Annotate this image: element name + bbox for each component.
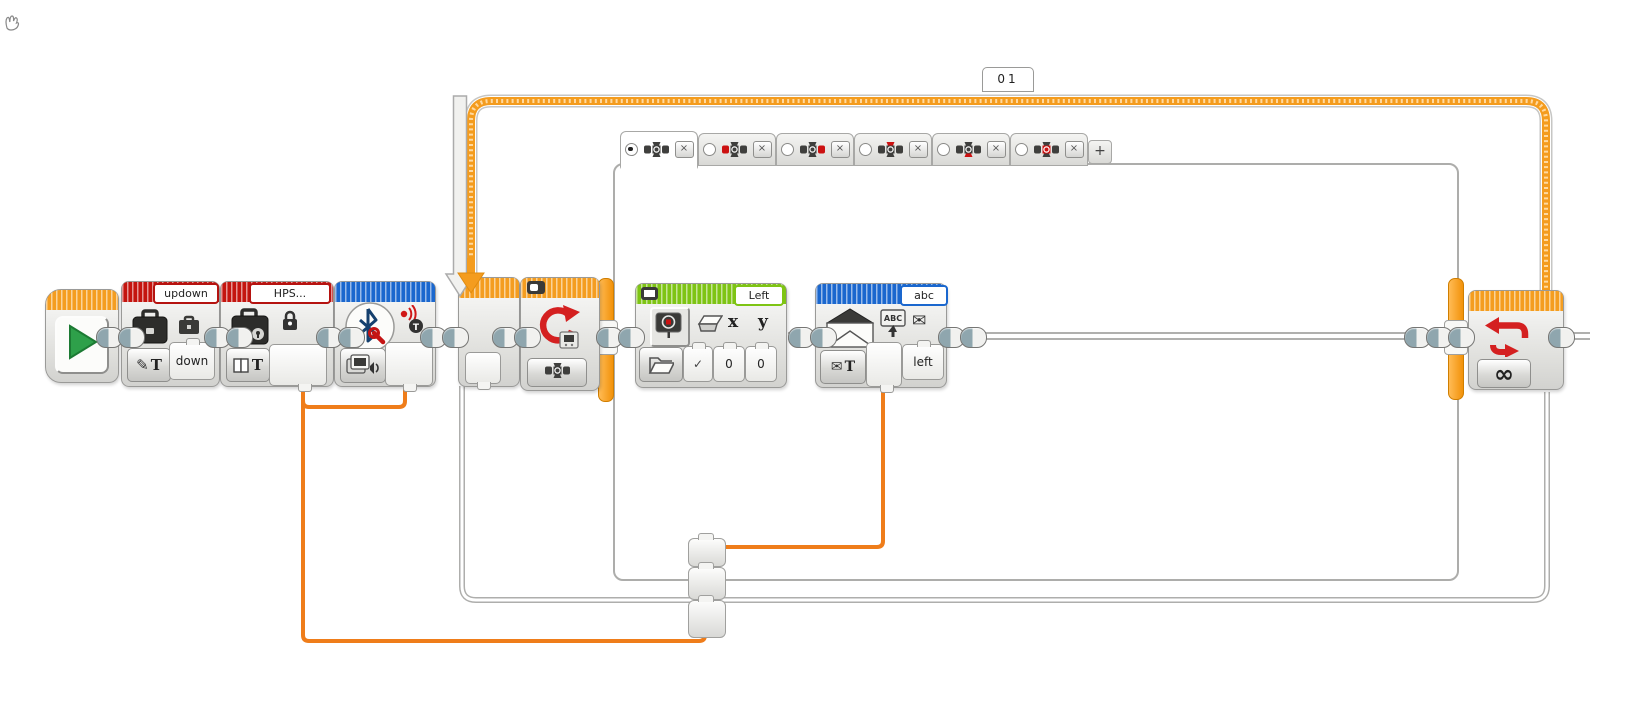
envelope-icon: ✉ [912, 311, 927, 331]
close-case-icon[interactable]: × [908, 141, 928, 158]
display-file-button[interactable] [639, 347, 683, 382]
brick-buttons-icon [877, 142, 903, 157]
sequence-junction[interactable] [596, 327, 645, 348]
lock-icon [283, 310, 297, 330]
case-radio[interactable] [624, 143, 638, 156]
case-radio[interactable] [1014, 143, 1028, 156]
brick-buttons-icon [721, 142, 747, 157]
switch-case-tab-none[interactable]: × [620, 131, 698, 169]
variable-mode-button[interactable]: ✎T [127, 348, 171, 382]
case-radio[interactable] [936, 143, 950, 156]
case-radio[interactable] [780, 143, 794, 156]
display-block[interactable]: Left x y ✓ 0 0 [635, 283, 787, 388]
add-case-button[interactable]: + [1088, 140, 1112, 164]
screens-sound-icon [346, 353, 379, 374]
close-case-icon[interactable]: × [1064, 141, 1084, 158]
display-name-tab[interactable]: Left [734, 285, 784, 306]
y-port-label: y [758, 312, 768, 332]
view-toggle-icon[interactable] [527, 281, 545, 294]
display-preview-icon[interactable] [641, 287, 658, 300]
sequence-junction[interactable] [1404, 327, 1475, 348]
message-title-input[interactable] [866, 342, 902, 393]
constant-mode-button[interactable]: T [226, 348, 270, 382]
display-clear-input[interactable]: ✓ [683, 342, 713, 382]
switch-case-tab-left[interactable]: × [698, 133, 776, 166]
case-radio[interactable] [702, 143, 716, 156]
display-selected-mode-icon[interactable] [650, 307, 690, 347]
message-block[interactable]: abc ABC ✉ ✉ T left [815, 283, 948, 393]
briefcase-small-icon [179, 315, 199, 334]
constant-output[interactable] [269, 344, 327, 392]
sequence-junction[interactable] [204, 327, 253, 348]
case-radio[interactable] [858, 143, 872, 156]
variable-name-tab[interactable]: updown [153, 283, 219, 304]
close-case-icon[interactable]: × [752, 141, 772, 158]
sequence-junction[interactable] [316, 327, 365, 348]
sequence-junction[interactable] [420, 327, 469, 348]
variable-block[interactable]: updown ✎T down [121, 281, 220, 387]
close-case-icon[interactable]: × [830, 141, 850, 158]
book-icon [233, 357, 249, 373]
sequence-junction[interactable] [938, 327, 987, 348]
brick-buttons-icon [643, 142, 669, 157]
constant-name-tab[interactable]: HPS... [249, 283, 331, 304]
brick-buttons-icon [799, 142, 825, 157]
brick-buttons-icon [1033, 142, 1059, 157]
loop-name-tab[interactable]: 01 [982, 67, 1034, 92]
message-value-input[interactable]: left [902, 340, 944, 380]
switch-case-tab-up[interactable]: × [854, 133, 932, 166]
sequence-junction[interactable] [96, 327, 145, 348]
sequence-output-plug[interactable] [1548, 327, 1575, 348]
message-name-tab[interactable]: abc [900, 285, 948, 306]
constant-block[interactable]: HPS... T [220, 281, 334, 392]
wire-tunnel-bottom [688, 595, 726, 638]
folder-icon [648, 356, 674, 374]
display-x-input[interactable]: 0 [713, 342, 745, 382]
close-case-icon[interactable]: × [986, 141, 1006, 158]
pencil-icon: ✎ [136, 356, 149, 374]
x-port-label: x [728, 312, 739, 332]
send-envelope-icon: ✉ [830, 359, 843, 375]
message-screen-icon: ABC [880, 309, 906, 337]
message-mode-button[interactable]: ✉ T [820, 350, 866, 384]
display-y-input[interactable]: 0 [745, 342, 777, 382]
variable-value-input[interactable]: down [169, 338, 215, 380]
close-case-icon[interactable]: × [674, 141, 694, 158]
loop-port[interactable] [465, 352, 501, 390]
svg-text:ABC: ABC [884, 314, 902, 323]
bluetooth-mode-button[interactable] [340, 348, 386, 383]
brick-buttons-icon [544, 363, 570, 378]
switch-case-tab-center[interactable]: × [1010, 133, 1088, 166]
switch-mode-button[interactable] [527, 358, 587, 387]
loop-repeat-arrow-icon [1485, 317, 1529, 357]
switch-loop-arrow-icon [539, 305, 580, 349]
eraser-icon [697, 315, 723, 332]
sequence-junction[interactable] [788, 327, 837, 348]
svg-text:T: T [413, 323, 420, 333]
pan-hand-cursor-icon [5, 15, 20, 31]
loop-exit-mode-button[interactable]: ∞ [1477, 359, 1531, 388]
wireless-text-port-icon: T [400, 305, 423, 333]
sequence-junction[interactable] [492, 327, 541, 348]
brick-buttons-icon [955, 142, 981, 157]
switch-case-tab-down[interactable]: × [932, 133, 1010, 166]
bluetooth-name-input[interactable] [385, 342, 433, 392]
switch-case-tab-right[interactable]: × [776, 133, 854, 166]
